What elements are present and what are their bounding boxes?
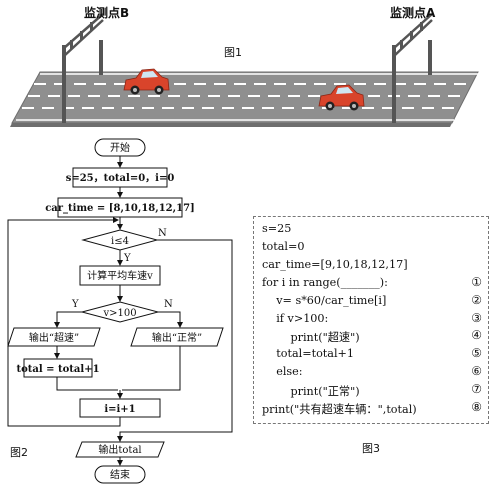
code-line: print("正常") xyxy=(262,385,360,399)
output-normal-parallelogram xyxy=(130,327,224,347)
code-line-number: ④ xyxy=(471,328,482,343)
i-increment-label: i=i+1 xyxy=(104,404,135,415)
output-total-parallelogram xyxy=(75,441,165,458)
road-surface xyxy=(11,71,479,124)
code-line: print("超速") xyxy=(262,331,360,345)
car-top xyxy=(123,68,170,95)
station-a-label: 监测点A xyxy=(390,6,436,20)
init-label: s=25，total=0，i=0 xyxy=(66,173,175,184)
total-increment-label: total = total+1 xyxy=(16,364,99,375)
calc-speed-label: 计算平均车速v xyxy=(87,269,153,282)
output-total-label: 输出total xyxy=(98,443,141,456)
car-bottom xyxy=(318,84,365,111)
monitor-pole-b xyxy=(62,13,104,123)
code-listing: s=25 total=0 car_time=[9,10,18,12,17]for i… xyxy=(253,216,489,424)
station-b-label: 监测点B xyxy=(84,6,130,20)
code-line-number: ① xyxy=(471,274,482,289)
code-line-number: ② xyxy=(471,292,482,307)
code-line: s=25 xyxy=(262,222,292,235)
code-line: car_time=[9,10,18,12,17] xyxy=(262,257,408,271)
code-line: total=0 xyxy=(262,239,305,253)
flowchart: 开始 s=25，total=0，i=0 car_time = [8,10,18,… xyxy=(7,138,233,484)
code-line-number: ⑤ xyxy=(471,346,482,361)
code-line: total=total+1 xyxy=(262,347,355,361)
speed-condition-label: v>100 xyxy=(102,308,136,319)
total-increment-box xyxy=(23,358,93,378)
figure1-caption: 图1 xyxy=(224,46,242,59)
loop-yes-label: Y xyxy=(123,253,131,264)
code-line-number: ⑧ xyxy=(471,400,482,414)
code-line-number: ③ xyxy=(471,310,482,325)
speed-yes-label: Y xyxy=(71,299,79,310)
output-normal-label: 输出“正常” xyxy=(152,331,202,344)
speed-condition-diamond xyxy=(80,301,160,323)
code-line: for i in range(_______): xyxy=(262,275,388,289)
road-shoulder xyxy=(10,123,452,127)
road-illustration xyxy=(10,13,479,127)
code-line: print("共有超速车辆：",total) xyxy=(262,403,417,416)
output-speeding-label: 输出“超速” xyxy=(29,331,79,344)
code-line-number: ⑥ xyxy=(471,364,482,379)
code-line: else: xyxy=(262,365,303,379)
code-line-number: ⑦ xyxy=(471,382,482,397)
figure2-caption: 图2 xyxy=(10,446,28,459)
loop-no-label: N xyxy=(158,228,167,239)
end-terminal xyxy=(94,465,146,484)
code-line: v= s*60/car_time[i] xyxy=(262,293,387,307)
output-speeding-parallelogram xyxy=(7,327,101,347)
end-label: 结束 xyxy=(110,468,130,481)
speed-no-label: N xyxy=(164,299,173,310)
loop-condition-label: i≤4 xyxy=(111,236,129,247)
start-label: 开始 xyxy=(110,141,130,154)
car-time-label: car_time = [8,10,18,12,17] xyxy=(45,203,195,214)
monitor-pole-a xyxy=(392,13,433,123)
figure3-caption: 图3 xyxy=(362,442,380,455)
code-line: if v>100: xyxy=(262,311,329,325)
